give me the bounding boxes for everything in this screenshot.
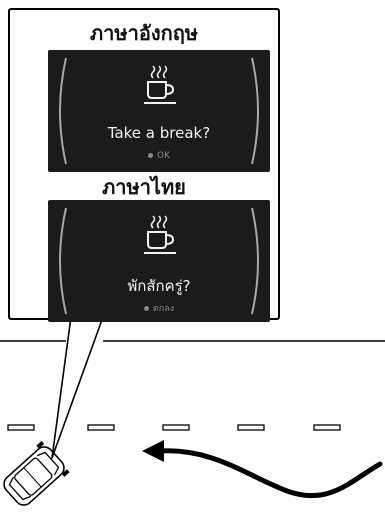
curved-path-arrow <box>160 451 380 496</box>
car-icon <box>0 440 70 511</box>
callout-box: ภาษาอังกฤษ Take a break? OK ภาษาไทย <box>8 8 280 320</box>
lane-dash <box>238 425 264 430</box>
ok-option-thai: ตกลง <box>48 301 270 315</box>
coffee-cup-icon <box>142 214 178 256</box>
callout-pointer <box>52 317 103 458</box>
ok-label-english: OK <box>157 151 170 161</box>
lane-dash <box>88 425 114 430</box>
display-panel-english: Take a break? OK <box>48 50 270 172</box>
selection-dot-icon <box>148 153 153 158</box>
selection-dot-icon <box>144 306 149 311</box>
message-thai: พักสักครู่? <box>48 274 270 298</box>
heading-thai: ภาษาไทย <box>10 176 278 198</box>
lane-dash <box>314 425 340 430</box>
lane-dash <box>8 425 34 430</box>
ok-option-english: OK <box>48 151 270 161</box>
coffee-cup-icon <box>142 64 178 106</box>
lane-dash <box>163 425 189 430</box>
ok-label-thai: ตกลง <box>153 304 174 314</box>
heading-english: ภาษาอังกฤษ <box>10 22 278 44</box>
display-panel-thai: พักสักครู่? ตกลง <box>48 200 270 322</box>
message-english: Take a break? <box>48 124 270 142</box>
arrow-head <box>142 440 164 462</box>
